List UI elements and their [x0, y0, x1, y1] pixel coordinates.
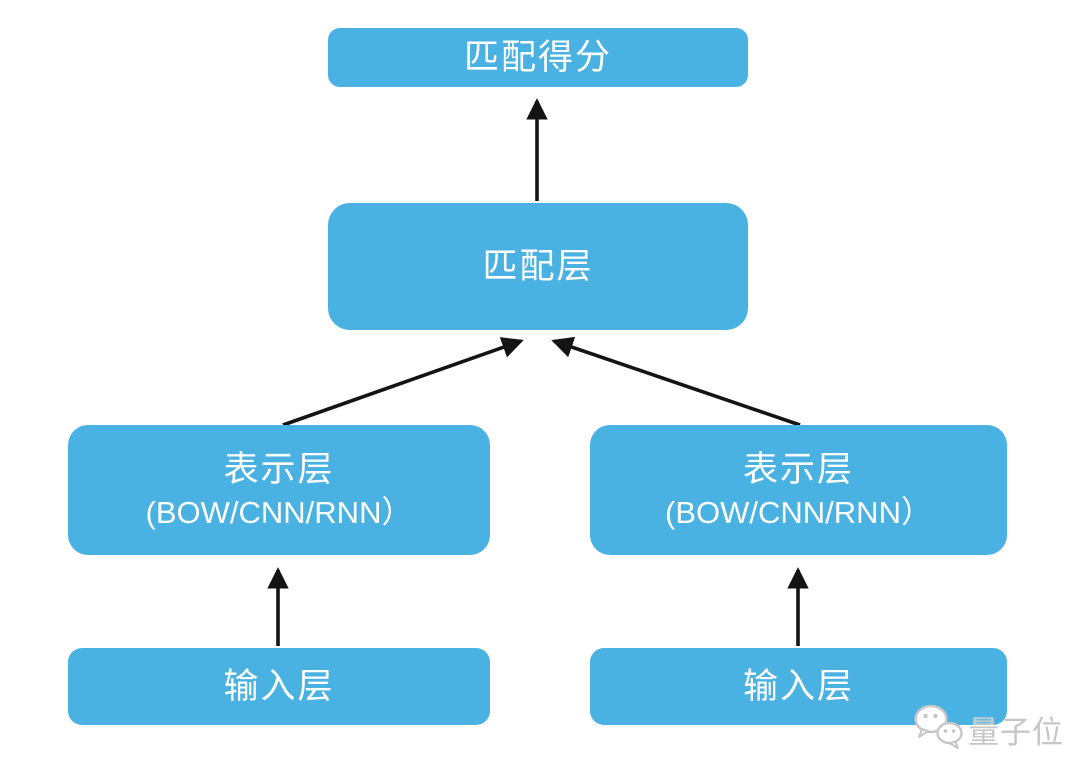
wechat-icon [912, 702, 964, 757]
node-representation-layer-right-subtitle: (BOW/CNN/RNN） [665, 494, 932, 530]
node-input-layer-right-label: 输入层 [742, 666, 854, 706]
node-input-layer-left: 输入层 [68, 648, 490, 725]
node-representation-layer-left: 表示层 (BOW/CNN/RNN） [68, 425, 490, 555]
watermark: 量子位 [912, 700, 1074, 758]
node-match-score-label: 匹配得分 [463, 37, 612, 77]
node-matching-layer-label: 匹配层 [482, 246, 594, 286]
arrow-repleft-to-match [282, 337, 524, 427]
node-input-layer-left-label: 输入层 [223, 666, 335, 706]
node-representation-layer-left-subtitle: (BOW/CNN/RNN） [145, 494, 413, 530]
watermark-brand-text: 量子位 [968, 714, 1064, 750]
arrow-repright-to-match [551, 336, 801, 427]
node-representation-layer-right: 表示层 (BOW/CNN/RNN） [590, 425, 1007, 555]
node-representation-layer-left-title: 表示层 [223, 450, 335, 490]
node-match-score: 匹配得分 [328, 28, 748, 87]
node-representation-layer-right-title: 表示层 [742, 450, 854, 490]
node-matching-layer: 匹配层 [328, 203, 748, 330]
